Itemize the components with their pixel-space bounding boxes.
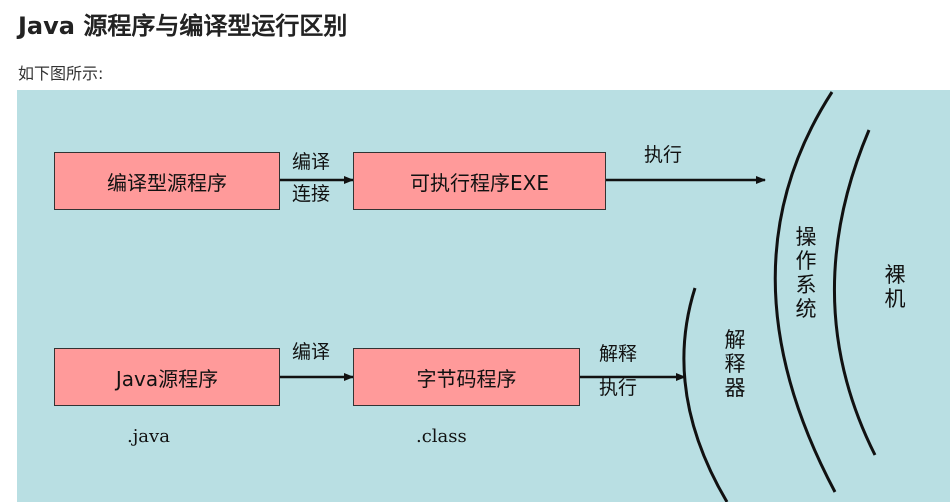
exe-program-box: 可执行程序EXE (353, 152, 606, 210)
operating-system-arc (773, 91, 837, 493)
java-source-box: Java源程序 (54, 348, 280, 406)
execute-label-bottom: 执行 (599, 377, 638, 399)
execute-label-top: 执行 (644, 144, 683, 166)
interpret-label: 解释 (599, 343, 638, 365)
link-label-top: 连接 (292, 183, 331, 205)
compile-vs-java-diagram: 编译型源程序 编译 连接 可执行程序EXE 执行 Java源程序 编译 字节码程… (17, 90, 950, 502)
class-extension: .class (416, 426, 467, 447)
java-extension: .java (127, 426, 170, 447)
page-title: Java 源程序与编译型运行区别 (18, 12, 348, 40)
bytecode-program-box: 字节码程序 (353, 348, 580, 406)
intro-text: 如下图所示: (18, 64, 104, 83)
bare-machine-arc (832, 129, 877, 456)
operating-system-label: 操作系统 (795, 225, 817, 322)
compile-label-bottom: 编译 (292, 341, 331, 363)
diagram-connectors (280, 91, 877, 502)
interpreter-arc (682, 287, 729, 502)
bare-machine-label: 裸机 (884, 263, 906, 312)
compiled-source-box: 编译型源程序 (54, 152, 280, 210)
interpreter-label: 解释器 (724, 328, 746, 401)
compile-label-top: 编译 (292, 151, 331, 173)
